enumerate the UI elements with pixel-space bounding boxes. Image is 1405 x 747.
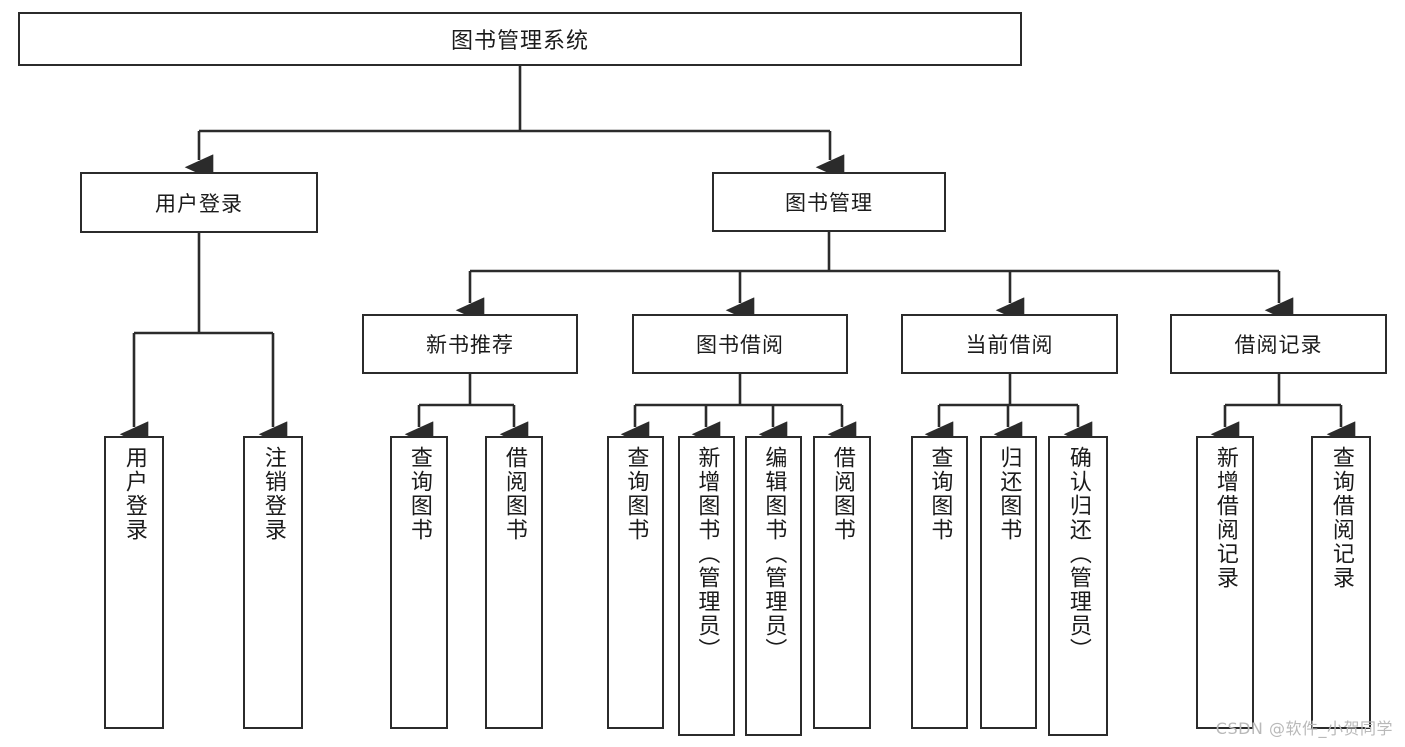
- node-label: 借阅图书: [501, 446, 527, 542]
- leaf-query-book-current[interactable]: 查询图书: [911, 436, 968, 729]
- node-book-management[interactable]: 图书管理: [712, 172, 946, 232]
- node-root-system[interactable]: 图书管理系统: [18, 12, 1022, 66]
- leaf-query-book-recommend[interactable]: 查询图书: [390, 436, 448, 729]
- node-label: 编辑图书（管理员）: [761, 446, 787, 662]
- node-label: 当前借阅: [965, 333, 1054, 357]
- node-label: 图书管理系统: [450, 29, 589, 54]
- leaf-edit-book-admin[interactable]: 编辑图书（管理员）: [745, 436, 802, 736]
- leaf-borrow-book-recommend[interactable]: 借阅图书: [485, 436, 543, 729]
- node-label: 图书借阅: [696, 333, 784, 357]
- node-label: 归还图书: [996, 446, 1022, 542]
- node-label: 用户登录: [121, 446, 147, 542]
- node-user-login[interactable]: 用户登录: [80, 172, 318, 233]
- node-label: 查询图书: [927, 446, 953, 542]
- node-label: 查询图书: [623, 446, 649, 542]
- node-label: 图书管理: [785, 191, 873, 215]
- node-book-borrow[interactable]: 图书借阅: [632, 314, 848, 374]
- node-borrow-record[interactable]: 借阅记录: [1170, 314, 1387, 374]
- leaf-borrow-book[interactable]: 借阅图书: [813, 436, 871, 729]
- leaf-query-borrow-record[interactable]: 查询借阅记录: [1311, 436, 1371, 729]
- leaf-return-book[interactable]: 归还图书: [980, 436, 1037, 729]
- node-label: 确认归还（管理员）: [1065, 446, 1091, 662]
- node-label: 新增图书（管理员）: [694, 446, 720, 662]
- node-label: 新增借阅记录: [1212, 446, 1238, 590]
- leaf-add-book-admin[interactable]: 新增图书（管理员）: [678, 436, 735, 736]
- csdn-watermark: CSDN @软件_小贺同学: [1215, 719, 1393, 738]
- node-current-borrow[interactable]: 当前借阅: [901, 314, 1118, 374]
- leaf-add-borrow-record[interactable]: 新增借阅记录: [1196, 436, 1254, 729]
- leaf-confirm-return-admin[interactable]: 确认归还（管理员）: [1048, 436, 1108, 736]
- node-new-book-recommend[interactable]: 新书推荐: [362, 314, 578, 374]
- node-label: 查询图书: [406, 446, 432, 542]
- leaf-user-logout[interactable]: 注销登录: [243, 436, 303, 729]
- node-label: 新书推荐: [426, 333, 514, 357]
- node-label: 用户登录: [155, 191, 243, 216]
- leaf-user-login[interactable]: 用户登录: [104, 436, 164, 729]
- node-label: 借阅记录: [1234, 333, 1323, 357]
- leaf-query-book-borrow[interactable]: 查询图书: [607, 436, 664, 729]
- node-label: 借阅图书: [829, 446, 855, 542]
- node-label: 查询借阅记录: [1328, 446, 1354, 590]
- node-label: 注销登录: [260, 446, 286, 542]
